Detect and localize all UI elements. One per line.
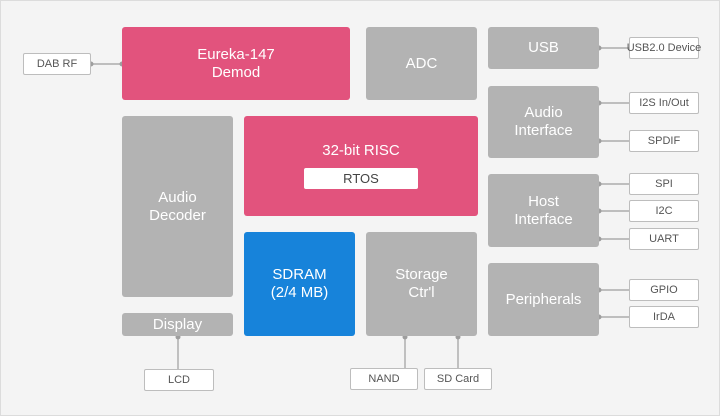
lcd-tag: LCD: [144, 369, 214, 391]
uart-tag: UART: [629, 228, 699, 250]
risc-label: 32-bit RISC: [322, 142, 400, 159]
rtos-label: RTOS: [304, 168, 418, 189]
adc-block: ADC: [366, 27, 477, 100]
i2c-tag: I2C: [629, 200, 699, 222]
audio-decoder-block: Audio Decoder: [122, 116, 233, 297]
host-interface-block: Host Interface: [488, 174, 599, 247]
peripherals-block: Peripherals: [488, 263, 599, 336]
sdram-block: SDRAM (2/4 MB): [244, 232, 355, 336]
gpio-tag: GPIO: [629, 279, 699, 301]
sd-card-tag: SD Card: [424, 368, 492, 390]
dab-rf-tag: DAB RF: [23, 53, 91, 75]
nand-tag: NAND: [350, 368, 418, 390]
spi-tag: SPI: [629, 173, 699, 195]
usb-device-tag: USB2.0 Device: [627, 37, 701, 59]
usb-block: USB: [488, 27, 599, 69]
storage-controller-block: Storage Ctr'l: [366, 232, 477, 336]
i2s-tag: I2S In/Out: [629, 92, 699, 114]
display-block: Display: [122, 313, 233, 336]
spdif-tag: SPDIF: [629, 130, 699, 152]
irda-tag: IrDA: [629, 306, 699, 328]
audio-interface-block: Audio Interface: [488, 86, 599, 158]
eureka-demod-block: Eureka-147 Demod: [122, 27, 350, 100]
risc-block: 32-bit RISC: [244, 116, 478, 216]
